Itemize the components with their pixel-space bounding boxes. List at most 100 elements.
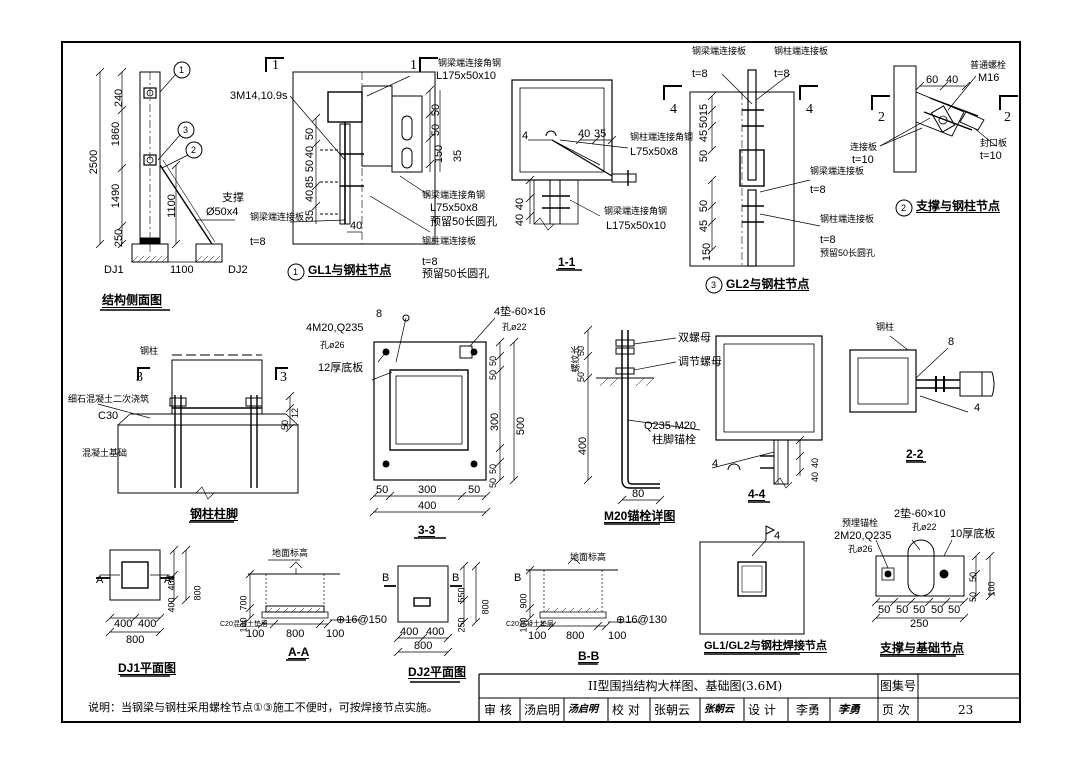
bb2-dim-r3: 100	[986, 581, 997, 597]
gl1-plate2-t: t=8	[422, 256, 438, 268]
s33-hole: 孔ø26	[320, 340, 345, 350]
gl1-dim-e: 40	[304, 189, 317, 203]
gl1-dim-r2: 50	[430, 123, 443, 137]
base-mark-r: 3	[280, 370, 287, 385]
bn-num: 2	[901, 203, 907, 213]
dj2-title: DJ2平面图	[408, 665, 467, 679]
m20-dim-50b: 50	[576, 371, 587, 383]
side-dim-1860: 1860	[110, 121, 123, 147]
gl1-hole: 预留50长圆孔	[430, 216, 498, 228]
s33-dim-b1: 50	[376, 484, 389, 496]
s33-washer: 4垫-60×16	[494, 306, 546, 318]
side-view-title: 结构侧面图	[102, 293, 163, 308]
weld-node-weld: 4	[774, 530, 781, 542]
dj1-mark-l: A	[96, 574, 104, 586]
reviewer-signature: 汤启明	[568, 704, 598, 715]
gl1-dim-d: 85	[304, 175, 317, 189]
bn-bolt-size: M16	[978, 72, 1000, 84]
gl2-plate4: 钢柱端连接板	[820, 214, 875, 224]
s33-washer-hole: 孔ø22	[502, 322, 527, 332]
checker: 张朝云	[654, 703, 691, 717]
m20-dim-80: 80	[632, 488, 645, 500]
base-grade: C30	[98, 410, 119, 422]
aa-dim-b2: 800	[286, 628, 305, 640]
dj2-dim-b2: 400	[426, 626, 445, 638]
side-dim-250: 250	[113, 228, 126, 248]
dj2-dim-b1: 400	[400, 626, 419, 638]
s44-title: 4-4	[748, 487, 766, 501]
gl2-plate2: 钢柱端连接板	[774, 46, 829, 56]
s11-dim-40a: 40	[578, 128, 591, 140]
marker-3: 3	[183, 125, 189, 135]
gl1-dim-r3: 150	[433, 144, 446, 164]
s11-angle2-label: 钢梁端连接角钢	[604, 206, 668, 216]
base-dim-12: 12	[290, 407, 301, 419]
s11-title: 1-1	[558, 255, 576, 269]
bn-dim-60: 60	[926, 74, 939, 86]
s11-dim-35: 35	[594, 128, 607, 140]
s44-dim-a: 40	[810, 457, 821, 469]
s33-dim-b4: 400	[418, 500, 437, 512]
s22-title: 2-2	[906, 447, 924, 461]
bb-rebar: ⊕16@130	[616, 614, 667, 626]
s22-col: 钢柱	[876, 322, 895, 332]
gl1-plate-t: t=8	[250, 236, 266, 248]
gl1-section-mark-r: 1	[410, 58, 417, 73]
s33-title: 3-3	[418, 523, 436, 537]
s11-dim-40b: 40	[514, 197, 527, 211]
gl2-plate3: 钢梁端连接板	[810, 166, 865, 176]
m20-spec2: 柱脚锚栓	[652, 434, 696, 446]
bb2-dim-b1: 50	[878, 604, 891, 616]
gl2-section-mark-l: 4	[670, 102, 677, 117]
bb2-dim-r2: 50	[968, 591, 979, 603]
gl2-dim-b1: 150	[701, 242, 714, 262]
aa-ground: 地面标高	[272, 548, 309, 558]
s33-dim-r6: 50	[488, 477, 499, 489]
gl1-angle2-label: 钢梁端连接角钢	[422, 190, 486, 200]
s33-anchor: 4M20,Q235	[306, 322, 364, 334]
s11-angle1-size: L75x50x8	[630, 146, 678, 158]
bb2-plate: 10厚底板	[950, 528, 996, 540]
gl1-title: GL1与钢柱节点	[308, 263, 392, 277]
gl2-section-mark-r: 4	[806, 102, 813, 117]
s33-dim-r3: 300	[489, 412, 502, 432]
gl2-num: 3	[711, 280, 717, 290]
gl2-dim-b3: 50	[698, 199, 711, 213]
dj1-dim-b3: 800	[126, 634, 145, 646]
weld-node-title: GL1/GL2与钢柱焊接节点	[704, 640, 827, 653]
found-dj2: DJ2	[228, 264, 248, 276]
base-col: 钢柱	[140, 346, 159, 356]
bn-section-mark-r: 2	[1004, 110, 1011, 125]
gl1-dim-r1: 50	[430, 103, 443, 117]
bb2-hole: 孔ø26	[848, 544, 873, 554]
bn-bolt-label: 普通螺栓	[970, 60, 1007, 70]
review-label: 审 核	[484, 703, 512, 717]
gl1-dim-b: 40	[304, 145, 317, 159]
gl2-hole: 预留50长圆孔	[820, 248, 876, 258]
s44-weld: 4	[712, 458, 719, 470]
design-label: 设 计	[748, 703, 776, 717]
base-grout: 细石混凝土二次浇筑	[68, 394, 150, 404]
bb-ground: 地面标高	[570, 552, 607, 562]
s33-dim-b3: 50	[468, 484, 481, 496]
side-dim-1490: 1490	[110, 183, 123, 209]
bn-section-mark-l: 2	[878, 110, 885, 125]
marker-2: 2	[191, 145, 197, 155]
s33-weld: 8	[376, 308, 383, 320]
gl1-num: 1	[293, 267, 299, 277]
bn-conn-t: t=10	[852, 154, 874, 166]
dj1-dim-r2: 400	[166, 597, 177, 613]
gl1-hole2: 预留50长圆孔	[422, 268, 490, 280]
s11-angle2-size: L175x50x10	[606, 220, 666, 232]
gl2-dim-t2: 45	[698, 129, 711, 143]
s11-weld: 4	[522, 130, 529, 142]
dj1-dim-r3: 800	[192, 585, 203, 601]
gl1-plate-label: 钢梁端连接板	[250, 212, 305, 222]
m20-dim-50a: 50	[576, 345, 587, 357]
bb2-dim-r1: 50	[968, 571, 979, 583]
s11-angle1-label: 钢柱端连接角钢	[630, 132, 694, 142]
dj1-dim-b1: 400	[114, 618, 133, 630]
bb2-dim-b6: 250	[910, 618, 929, 630]
bb2-washer: 2垫-60×10	[894, 508, 946, 520]
aa-rebar: ⊕16@150	[336, 614, 387, 626]
